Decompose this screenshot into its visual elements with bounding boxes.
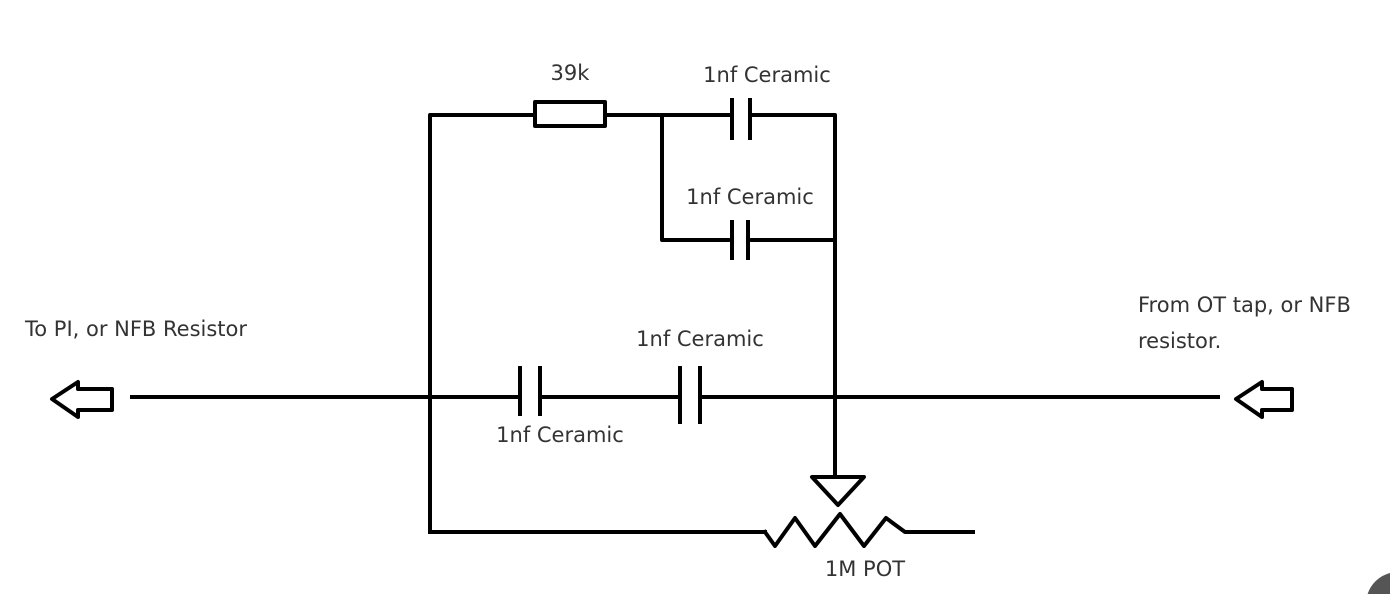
right-port-label-line1: From OT tap, or NFB <box>1138 293 1351 317</box>
wires <box>130 98 1220 548</box>
resistor-39k <box>533 100 607 128</box>
wire-top <box>428 113 537 534</box>
cap-top-label: 1nf Ceramic <box>703 63 831 87</box>
cap-series-left-label: 1nf Ceramic <box>496 423 624 447</box>
right-port-arrow-icon <box>1234 380 1294 419</box>
potentiometer-1m <box>762 512 975 548</box>
resistor-label: 39k <box>551 61 591 85</box>
left-port-arrow-icon <box>50 380 114 419</box>
wire-middle-branch <box>660 113 734 242</box>
left-port-label: To PI, or NFB Resistor <box>24 317 247 341</box>
cap-series-right-label: 1nf Ceramic <box>636 327 764 351</box>
right-port-label-line2: resistor. <box>1138 329 1221 353</box>
wire-top-right <box>748 113 837 477</box>
cap-middle-label: 1nf Ceramic <box>686 185 814 209</box>
corner-button-icon[interactable] <box>1367 573 1390 594</box>
pot-wiper-arrow <box>810 475 866 507</box>
pot-label: 1M POT <box>825 557 905 581</box>
